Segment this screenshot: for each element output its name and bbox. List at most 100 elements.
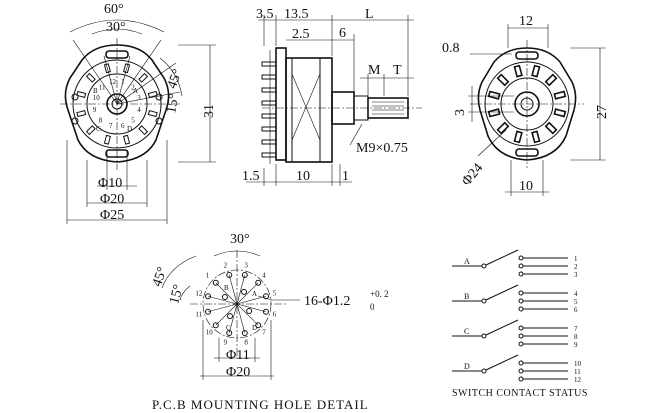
front-pin-number: 12: [109, 78, 117, 86]
rear-contact-slot: [531, 130, 541, 144]
switch-contact: [518, 290, 524, 296]
front-contact-slot: [103, 134, 112, 145]
pcb-hole: [255, 279, 262, 286]
front-contact-slot: [147, 109, 158, 118]
side-dim-10: 10: [296, 169, 310, 184]
front-pin-number: 2: [131, 84, 135, 92]
front-contact-slot: [147, 90, 158, 99]
front-dia-25: Φ25: [100, 208, 124, 223]
switch-contact: [518, 376, 524, 382]
side-dim-6: 6: [339, 26, 346, 41]
front-pin-number: 3: [137, 94, 141, 102]
front-letter-c: C: [96, 125, 101, 133]
switch-contact: [518, 325, 524, 331]
front-angle-60: 60°: [104, 2, 124, 17]
rear-view: 12 0.8 27 3 Φ24 10: [442, 14, 610, 196]
switch-wiper: [485, 284, 519, 301]
switch-pole-label: C: [464, 327, 469, 336]
side-pin: [261, 61, 277, 67]
side-dim-t: T: [393, 63, 402, 78]
pcb-common-hole: [241, 288, 247, 295]
switch-contact-number: 7: [574, 325, 578, 333]
rear-dim-phi24: Φ24: [459, 161, 486, 189]
front-contact-slot: [76, 109, 87, 118]
rear-dim-10: 10: [519, 179, 533, 194]
switch-contact: [518, 271, 524, 277]
pcb-angle-30: 30°: [230, 232, 250, 247]
switch-contact-number: 8: [574, 333, 578, 341]
pcb-hole: [205, 308, 212, 315]
pcb-dia-20: Φ20: [226, 365, 250, 380]
switch-wiper: [485, 249, 519, 266]
pcb-hole-number: 7: [262, 328, 266, 336]
side-pin: [261, 126, 277, 132]
pcb-tol-upper: +0. 2: [370, 289, 389, 299]
front-pin-number: 7: [109, 122, 113, 130]
front-letter-b: B: [93, 87, 98, 95]
front-angle-45: 45°: [165, 67, 186, 91]
side-dim-2-5: 2.5: [292, 27, 310, 42]
front-angle-30: 30°: [106, 20, 126, 35]
rear-contact-slot: [496, 73, 510, 87]
rear-contact-slot: [544, 121, 558, 135]
pcb-dia-11: Φ11: [226, 348, 250, 363]
side-dim-1-5: 1.5: [242, 169, 260, 184]
rear-contact-slot: [513, 130, 523, 144]
front-contact-slot: [85, 125, 96, 136]
switch-pole-label: A: [464, 257, 470, 266]
pcb-common-hole: [246, 308, 253, 314]
switch-contact-number: 6: [574, 306, 578, 314]
pcb-hole: [255, 322, 262, 329]
rear-dim-27: 27: [595, 105, 610, 119]
switch-pole-pivot: [481, 368, 487, 374]
pcb-hole-number: 5: [273, 290, 277, 298]
switch-contact: [518, 368, 524, 374]
front-letter-d: D: [127, 125, 132, 133]
pcb-hole-number: 12: [195, 290, 203, 298]
pcb-hole: [205, 293, 212, 300]
side-pin: [261, 74, 277, 80]
switch-contact: [518, 341, 524, 347]
front-pin-number: 8: [99, 116, 103, 124]
pcb-hole: [212, 279, 219, 286]
switch-contact-number: 4: [574, 290, 578, 298]
pcb-letter-b: B: [224, 284, 229, 292]
side-view: 3.5 13.5 L 2.5 6 M T M9×0.75 1.5 10 1: [242, 7, 422, 186]
front-contact-slot: [138, 72, 149, 83]
pcb-letter-c: C: [226, 324, 231, 332]
side-dim-m: M: [368, 63, 381, 78]
rear-contact-slot: [487, 108, 501, 118]
front-pin-number: 4: [137, 106, 141, 114]
switch-contact: [518, 360, 524, 366]
front-contact-slot: [76, 90, 87, 99]
switch-contact-number: 11: [574, 368, 581, 376]
switch-pole-label: D: [464, 362, 470, 371]
rear-dim-12: 12: [519, 14, 533, 29]
side-pin: [261, 100, 277, 106]
pcb-hole-number: 9: [224, 339, 228, 347]
pcb-ray: [236, 303, 259, 326]
front-letter-a: A: [133, 87, 138, 95]
pcb-hole: [262, 308, 269, 315]
pcb-hole-number: 10: [206, 328, 214, 336]
pcb-hole: [241, 329, 248, 336]
rear-contact-slot: [513, 64, 523, 78]
rear-contact-slot: [496, 121, 510, 135]
pcb-ray: [236, 274, 246, 305]
pcb-hole-number: 3: [244, 261, 248, 269]
side-dim-l: L: [365, 7, 374, 22]
side-pin: [261, 139, 277, 145]
pcb-ray: [207, 303, 238, 313]
side-dim-3-5: 3.5: [256, 7, 274, 22]
pcb-hole-number: 2: [224, 261, 228, 269]
front-pin-number: 1: [121, 78, 125, 86]
switch-contact: [518, 306, 524, 312]
switch-contact-number: 12: [574, 376, 582, 384]
front-pin-number: 6: [121, 122, 125, 130]
switch-pole-pivot: [481, 298, 487, 304]
pcb-ray: [228, 303, 238, 334]
